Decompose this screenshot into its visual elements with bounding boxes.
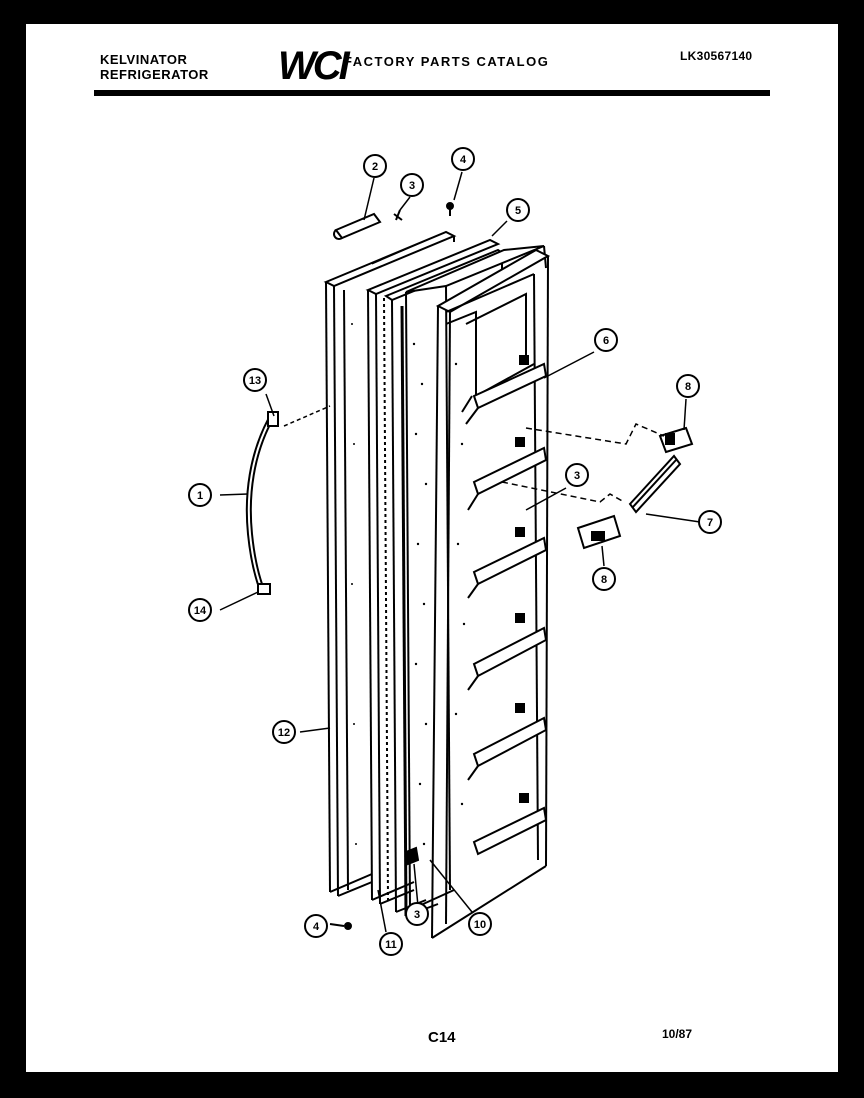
shelf-6 <box>472 806 548 856</box>
catalog-title: FACTORY PARTS CATALOG <box>344 54 550 69</box>
callout-circle <box>379 932 403 956</box>
foam-panel <box>383 248 507 917</box>
callout-circle <box>506 198 530 222</box>
callout-c1: 1 <box>188 483 212 507</box>
catalog-number: LK30567140 <box>680 49 753 63</box>
callout-c4b: 4 <box>304 914 328 938</box>
callout-label: 1 <box>197 490 203 502</box>
callout-label: 10 <box>474 919 486 931</box>
callout-label: 11 <box>385 939 397 951</box>
callout-c12: 12 <box>272 720 296 744</box>
print-date: 10/87 <box>662 1027 693 1041</box>
callout-label: 4 <box>460 154 467 166</box>
wci-logo: WCI <box>278 44 350 88</box>
catalog-page: KELVINATOR REFRIGERATOR WCI FACTORY PART… <box>26 24 838 1072</box>
callout-label: 5 <box>515 205 521 217</box>
callout-circle <box>400 173 424 197</box>
callout-circle <box>405 902 429 926</box>
callout-c10: 10 <box>468 912 492 936</box>
callout-c5: 5 <box>506 198 530 222</box>
callout-c3b: 3 <box>565 463 589 487</box>
callout-circle <box>188 598 212 622</box>
callout-label: 3 <box>414 909 420 921</box>
foam-texture <box>351 323 466 846</box>
lower-hinge <box>576 514 622 550</box>
callout-label: 6 <box>603 335 609 347</box>
shelf-2 <box>467 446 548 511</box>
callout-c7: 7 <box>698 510 722 534</box>
top-screw <box>393 209 403 221</box>
callout-circle <box>592 567 616 591</box>
callout-circle <box>188 483 212 507</box>
callout-label: 8 <box>685 381 691 393</box>
shelf-5 <box>467 716 548 781</box>
callout-circle <box>363 154 387 178</box>
product-type: REFRIGERATOR <box>100 67 209 82</box>
bottom-screw-4 <box>329 922 352 930</box>
callout-c4a: 4 <box>451 147 475 171</box>
door-trim-strip <box>628 454 682 514</box>
shelf-3 <box>467 536 548 599</box>
handle-end-cap <box>333 212 382 240</box>
callout-c8b: 8 <box>592 567 616 591</box>
brand-name: KELVINATOR <box>100 52 188 67</box>
callout-label: 12 <box>278 727 290 739</box>
shelf-4 <box>467 626 548 691</box>
callout-circle <box>698 510 722 534</box>
callout-circle <box>272 720 296 744</box>
callout-circle <box>451 147 475 171</box>
callout-circle <box>304 914 328 938</box>
callout-label: 7 <box>707 517 713 529</box>
callout-c14: 14 <box>188 598 212 622</box>
callout-circle <box>565 463 589 487</box>
callout-circle <box>243 368 267 392</box>
callout-circle <box>468 912 492 936</box>
callout-c2: 2 <box>363 154 387 178</box>
outer-door-panel <box>323 230 457 897</box>
upper-hinge <box>658 426 694 454</box>
callout-c11: 11 <box>379 932 403 956</box>
page-code: C14 <box>428 1029 456 1046</box>
callout-c6: 6 <box>594 328 618 352</box>
bottom-screw <box>404 846 420 866</box>
callout-circle <box>676 374 700 398</box>
callout-label: 3 <box>574 470 580 482</box>
callout-label: 4 <box>313 921 320 933</box>
callout-c3a: 3 <box>400 173 424 197</box>
door-handle <box>245 411 279 595</box>
callout-label: 2 <box>372 161 378 173</box>
callout-c3c: 3 <box>405 902 429 926</box>
callout-label: 3 <box>409 180 415 192</box>
door-gasket <box>365 238 501 905</box>
door-shelf-liner <box>431 248 551 939</box>
callout-label: 13 <box>249 375 261 387</box>
callout-label: 8 <box>601 574 607 586</box>
callout-c8a: 8 <box>676 374 700 398</box>
callout-c13: 13 <box>243 368 267 392</box>
shelf-1 <box>461 362 548 425</box>
callout-label: 14 <box>194 605 207 617</box>
header-rule <box>94 90 770 96</box>
top-screw-4 <box>446 202 454 216</box>
callout-circle <box>594 328 618 352</box>
